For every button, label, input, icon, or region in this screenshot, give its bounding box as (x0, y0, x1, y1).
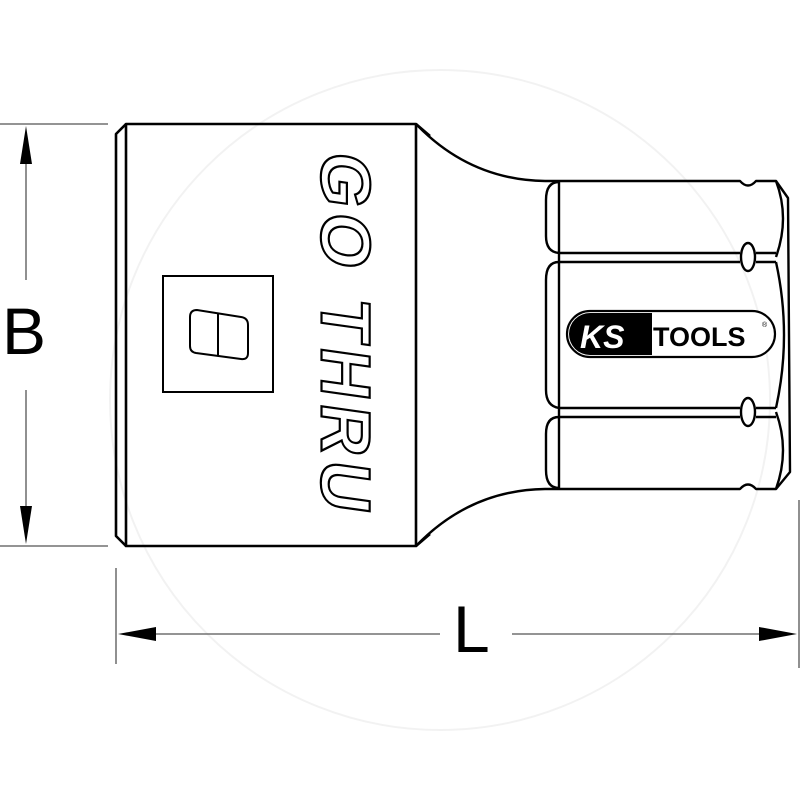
ks-tools-logo: KS TOOLS ® (565, 309, 777, 359)
neck-curve-top (415, 123, 546, 183)
dimension-l (115, 500, 800, 668)
socket-chamfer-left (114, 123, 127, 547)
socket-outline (124, 122, 418, 548)
hex-drive (544, 179, 792, 491)
logo-ks: KS (580, 319, 625, 355)
arrow-down-icon (20, 506, 32, 544)
svg-text:GO THRU: GO THRU (307, 148, 386, 524)
socket-neck (415, 123, 546, 547)
detent-oval-top (739, 241, 757, 273)
arrow-right-icon (759, 627, 797, 641)
dimension-b (0, 123, 108, 547)
arrow-left-icon (118, 627, 156, 641)
size-window (162, 275, 274, 393)
neck-curve-bottom (415, 487, 546, 547)
watermark (109, 69, 771, 731)
dimension-label-l: L (453, 592, 490, 666)
detent-oval-bottom (739, 396, 757, 428)
registered-mark: ® (762, 321, 768, 329)
dimension-label-b: B (2, 294, 47, 368)
engraving-text: GO THRU (305, 147, 386, 525)
arrow-up-icon (20, 126, 32, 164)
logo-tools: TOOLS (653, 322, 746, 352)
